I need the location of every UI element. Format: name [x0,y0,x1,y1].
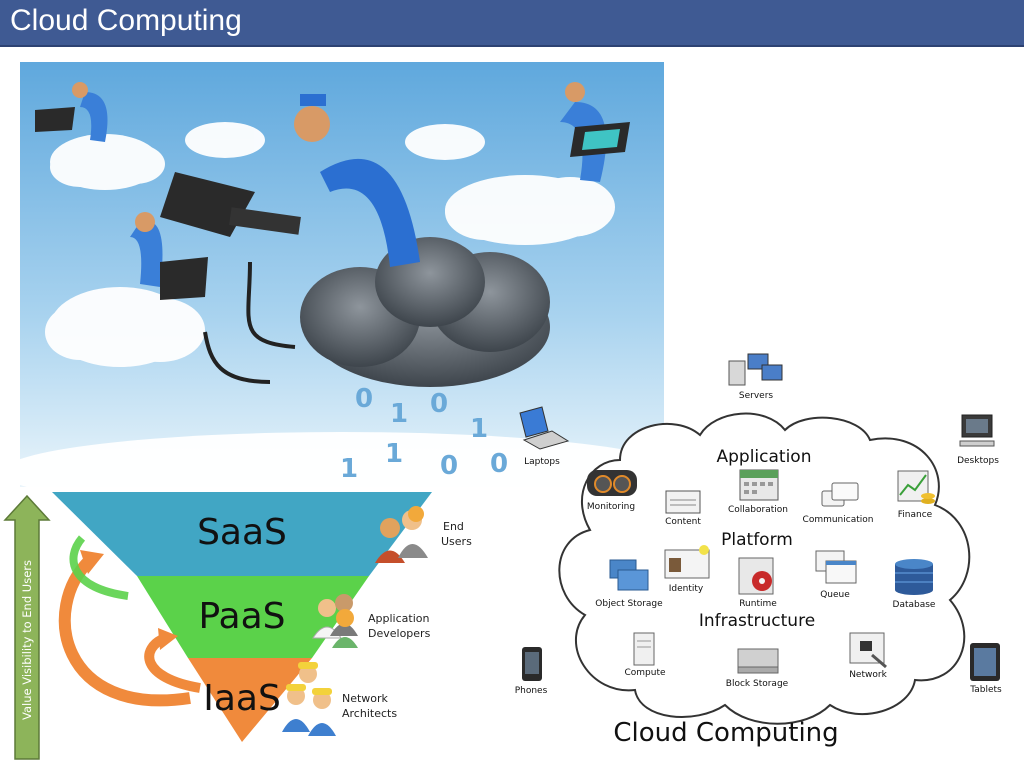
slide-title: Cloud Computing [10,4,242,37]
title-bar: Cloud Computing [0,0,1024,47]
tablets-label: Tablets [969,685,1002,695]
network-architects-label-line2: Architects [342,707,397,720]
runtime-icon [738,557,774,595]
phones-icon [522,647,542,681]
saas-label: SaaS [197,512,287,553]
paas-label: PaaS [198,596,285,637]
servers-icon [728,353,783,386]
block-storage-icon [737,648,779,674]
collaboration-icon [739,469,779,501]
end-users-label-line1: End [443,520,464,533]
svg-text:1: 1 [340,454,358,484]
monitoring-label: Monitoring [587,502,635,512]
svg-text:0: 0 [440,451,458,481]
cloud-computing-diagram: Application Platform Infrastructure Serv… [515,353,1002,748]
svg-text:0: 0 [355,384,373,414]
runtime-label: Runtime [739,599,777,609]
servers-label: Servers [739,391,774,401]
value-visibility-arrow: Value Visibility to End Users [3,494,51,760]
queue-icon [815,550,857,584]
infrastructure-layer-heading: Infrastructure [699,611,815,631]
network-architects-label-line1: Network [342,692,389,705]
database-icon [895,559,933,595]
queue-label: Queue [820,590,850,600]
iaas-to-paas-arrow [144,633,201,693]
saas-tier [52,492,432,576]
laptops-icon [519,406,570,450]
object-storage-icon [609,559,649,591]
desktops-icon [959,414,995,447]
application-layer-heading: Application [717,447,812,467]
cloud-computing-caption: Cloud Computing [613,718,838,748]
iaas-tier [188,658,312,742]
database-label: Database [893,600,936,610]
platform-layer-heading: Platform [721,530,793,550]
paas-to-saas-arrow [69,535,129,600]
compute-label: Compute [624,668,666,678]
iaas-label: IaaS [203,678,281,719]
svg-text:0: 0 [490,449,508,479]
paas-tier [137,576,369,658]
communication-label: Communication [803,515,874,525]
identity-label: Identity [669,584,704,594]
tablets-icon [970,643,1000,681]
desktops-label: Desktops [957,456,999,466]
finance-icon [897,470,935,504]
end-users-icon [375,506,428,563]
application-developers-label-line1: Application [368,612,429,625]
finance-label: Finance [898,510,933,520]
value-visibility-label: Value Visibility to End Users [20,560,34,720]
communication-icon [821,482,859,507]
compute-icon [633,632,655,666]
network-architects-icon [282,662,336,736]
block-storage-label: Block Storage [726,679,789,689]
phones-label: Phones [515,686,548,696]
end-users-label-line2: Users [441,535,472,548]
monitoring-icon [587,470,637,496]
network-icon [849,632,887,669]
service-model-pyramid: Value Visibility to End Users SaaS PaaS … [3,492,472,760]
svg-text:1: 1 [385,439,403,469]
laptops-label: Laptops [524,457,560,467]
object-storage-label: Object Storage [595,599,663,609]
content-icon [665,490,701,514]
content-label: Content [665,517,701,527]
iaas-to-saas-arrow [58,555,191,707]
svg-text:0: 0 [430,389,448,419]
identity-icon [664,545,710,579]
svg-text:1: 1 [390,399,408,429]
collaboration-label: Collaboration [728,505,788,515]
svg-text:1: 1 [470,414,488,444]
application-developers-icon [312,594,358,648]
network-label: Network [849,670,887,680]
application-developers-label-line2: Developers [368,627,431,640]
